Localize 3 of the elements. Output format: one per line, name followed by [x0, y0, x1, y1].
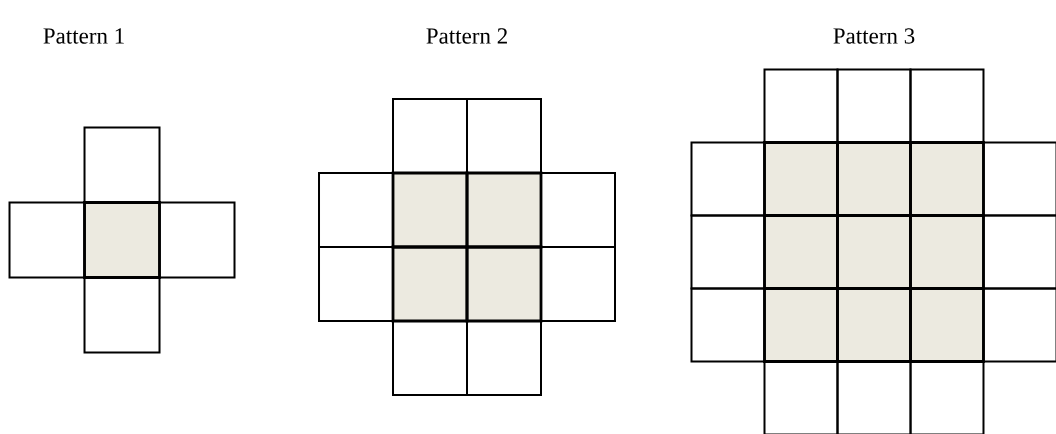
pattern-label: Pattern 1: [43, 28, 124, 44]
pattern-label: Pattern 2: [426, 28, 507, 44]
pattern-label: Pattern 3: [833, 28, 915, 44]
